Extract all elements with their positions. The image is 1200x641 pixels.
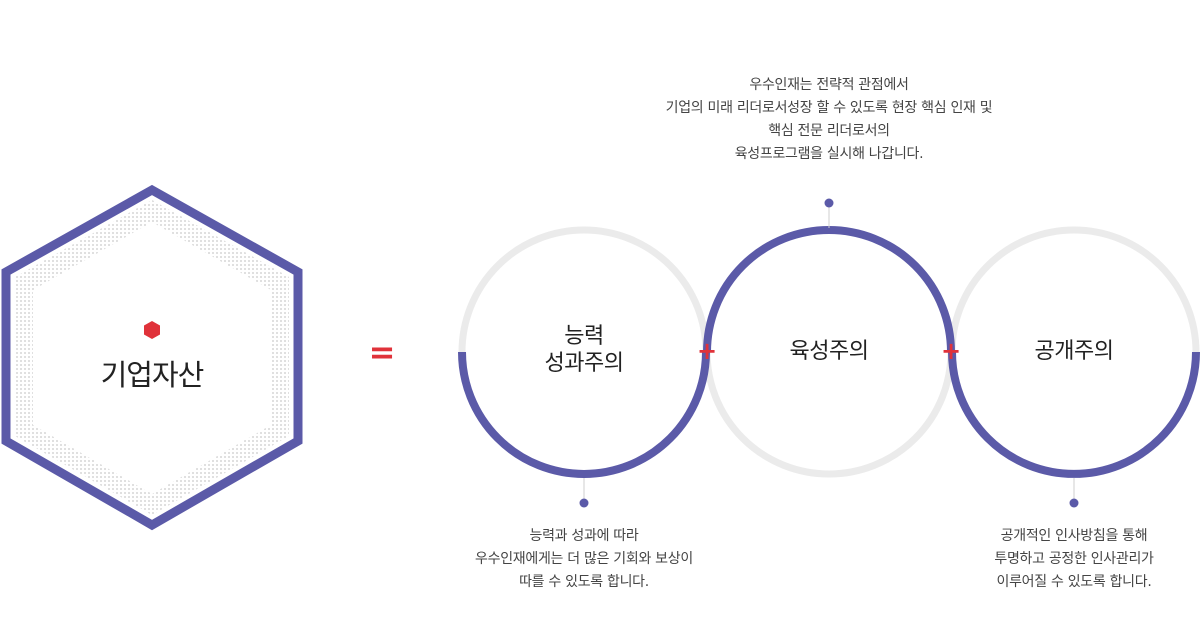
circle-2-title: 육성주의 <box>729 338 929 365</box>
plus-sign-1: + <box>696 337 718 365</box>
description-bottom-left-line-2: 우수인재에게는 더 많은 기회와 보상이 <box>475 551 693 567</box>
ring-3-arc <box>948 351 1200 478</box>
circle-1-title-line-2: 성과주의 <box>544 351 624 376</box>
red-hexagon-icon <box>144 321 160 339</box>
description-top-line-3: 핵심 전문 리더로서의 <box>768 123 890 139</box>
connector-dot-right <box>1069 498 1079 508</box>
description-bottom-left-line-3: 따를 수 있도록 합니다. <box>519 574 649 590</box>
hexagon-title: 기업자산 <box>100 358 205 392</box>
plus-sign-2: + <box>940 337 962 365</box>
description-top-line-1: 우수인재는 전략적 관점에서 <box>749 77 909 93</box>
circle-1-title-line-1: 능력 <box>564 324 604 349</box>
circle-1-title: 능력 성과주의 <box>484 323 684 377</box>
ring-2-arc <box>703 226 955 353</box>
ring-1-arc <box>458 351 710 478</box>
description-bottom-left: 능력과 성과에 따라 우수인재에게는 더 많은 기회와 보상이 따를 수 있도록… <box>424 525 744 594</box>
description-bottom-right-line-1: 공개적인 인사방침을 통해 <box>1000 528 1148 544</box>
connector-dot-top <box>824 198 834 208</box>
circle-2-title-line-1: 육성주의 <box>789 339 869 364</box>
hexagon <box>1 184 303 531</box>
description-bottom-right-line-3: 이루어질 수 있도록 합니다. <box>996 574 1152 590</box>
description-top-line-4: 육성프로그램을 실시해 나갑니다. <box>734 146 924 162</box>
description-bottom-right: 공개적인 인사방침을 통해 투명하고 공정한 인사관리가 이루어질 수 있도록 … <box>959 525 1189 594</box>
description-bottom-left-line-1: 능력과 성과에 따라 <box>529 528 639 544</box>
description-top: 우수인재는 전략적 관점에서 기업의 미래 리더로서성장 할 수 있도록 현장 … <box>599 74 1059 166</box>
circle-3-title-line-1: 공개주의 <box>1034 339 1114 364</box>
description-top-line-2: 기업의 미래 리더로서성장 할 수 있도록 현장 핵심 인재 및 <box>665 100 993 116</box>
hexagon-inner <box>33 222 271 494</box>
connector-dot-left <box>579 498 589 508</box>
description-bottom-right-line-2: 투명하고 공정한 인사관리가 <box>994 551 1154 567</box>
equals-sign: = <box>368 333 396 371</box>
circle-3-title: 공개주의 <box>974 338 1174 365</box>
